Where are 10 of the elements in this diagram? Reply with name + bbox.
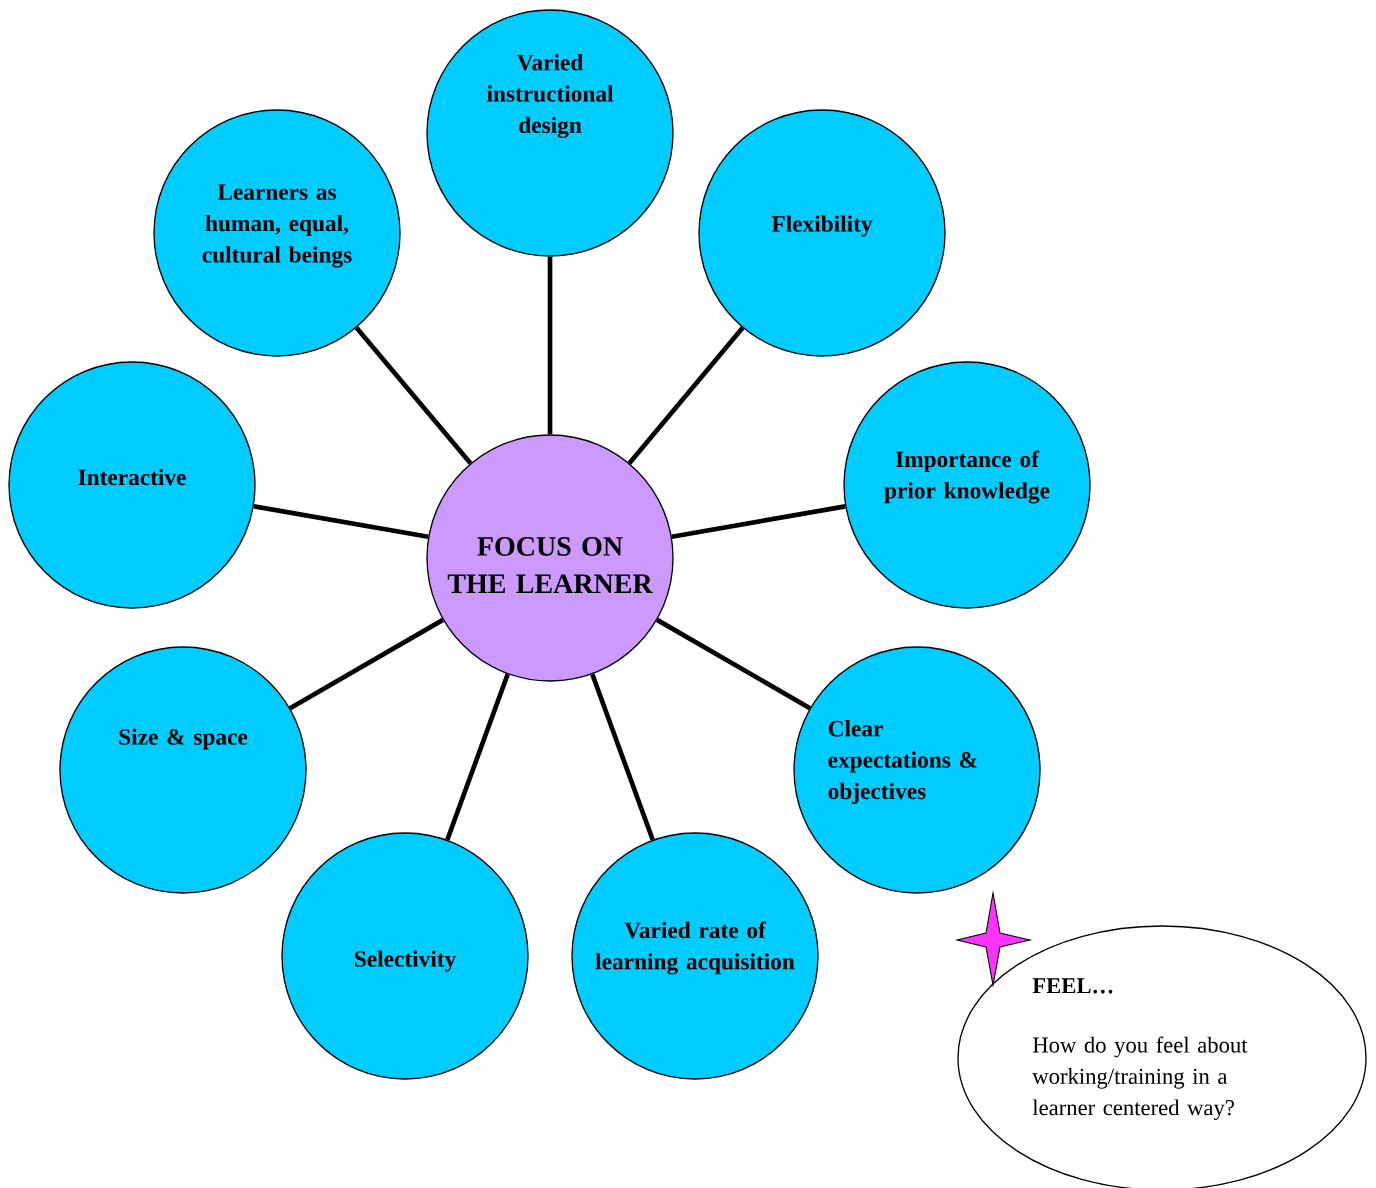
connector-line [590,673,655,841]
connector-line [655,617,812,711]
connector-line [288,617,445,711]
connector-line [627,326,745,465]
thought-bubble: FEEL… How do you feel about working/training in a learner centered way? [957,925,1367,1188]
connector-line [253,504,429,540]
connector-line [671,504,846,539]
connector-line [547,256,553,435]
connector-line [445,673,510,841]
connector-line [354,326,473,465]
